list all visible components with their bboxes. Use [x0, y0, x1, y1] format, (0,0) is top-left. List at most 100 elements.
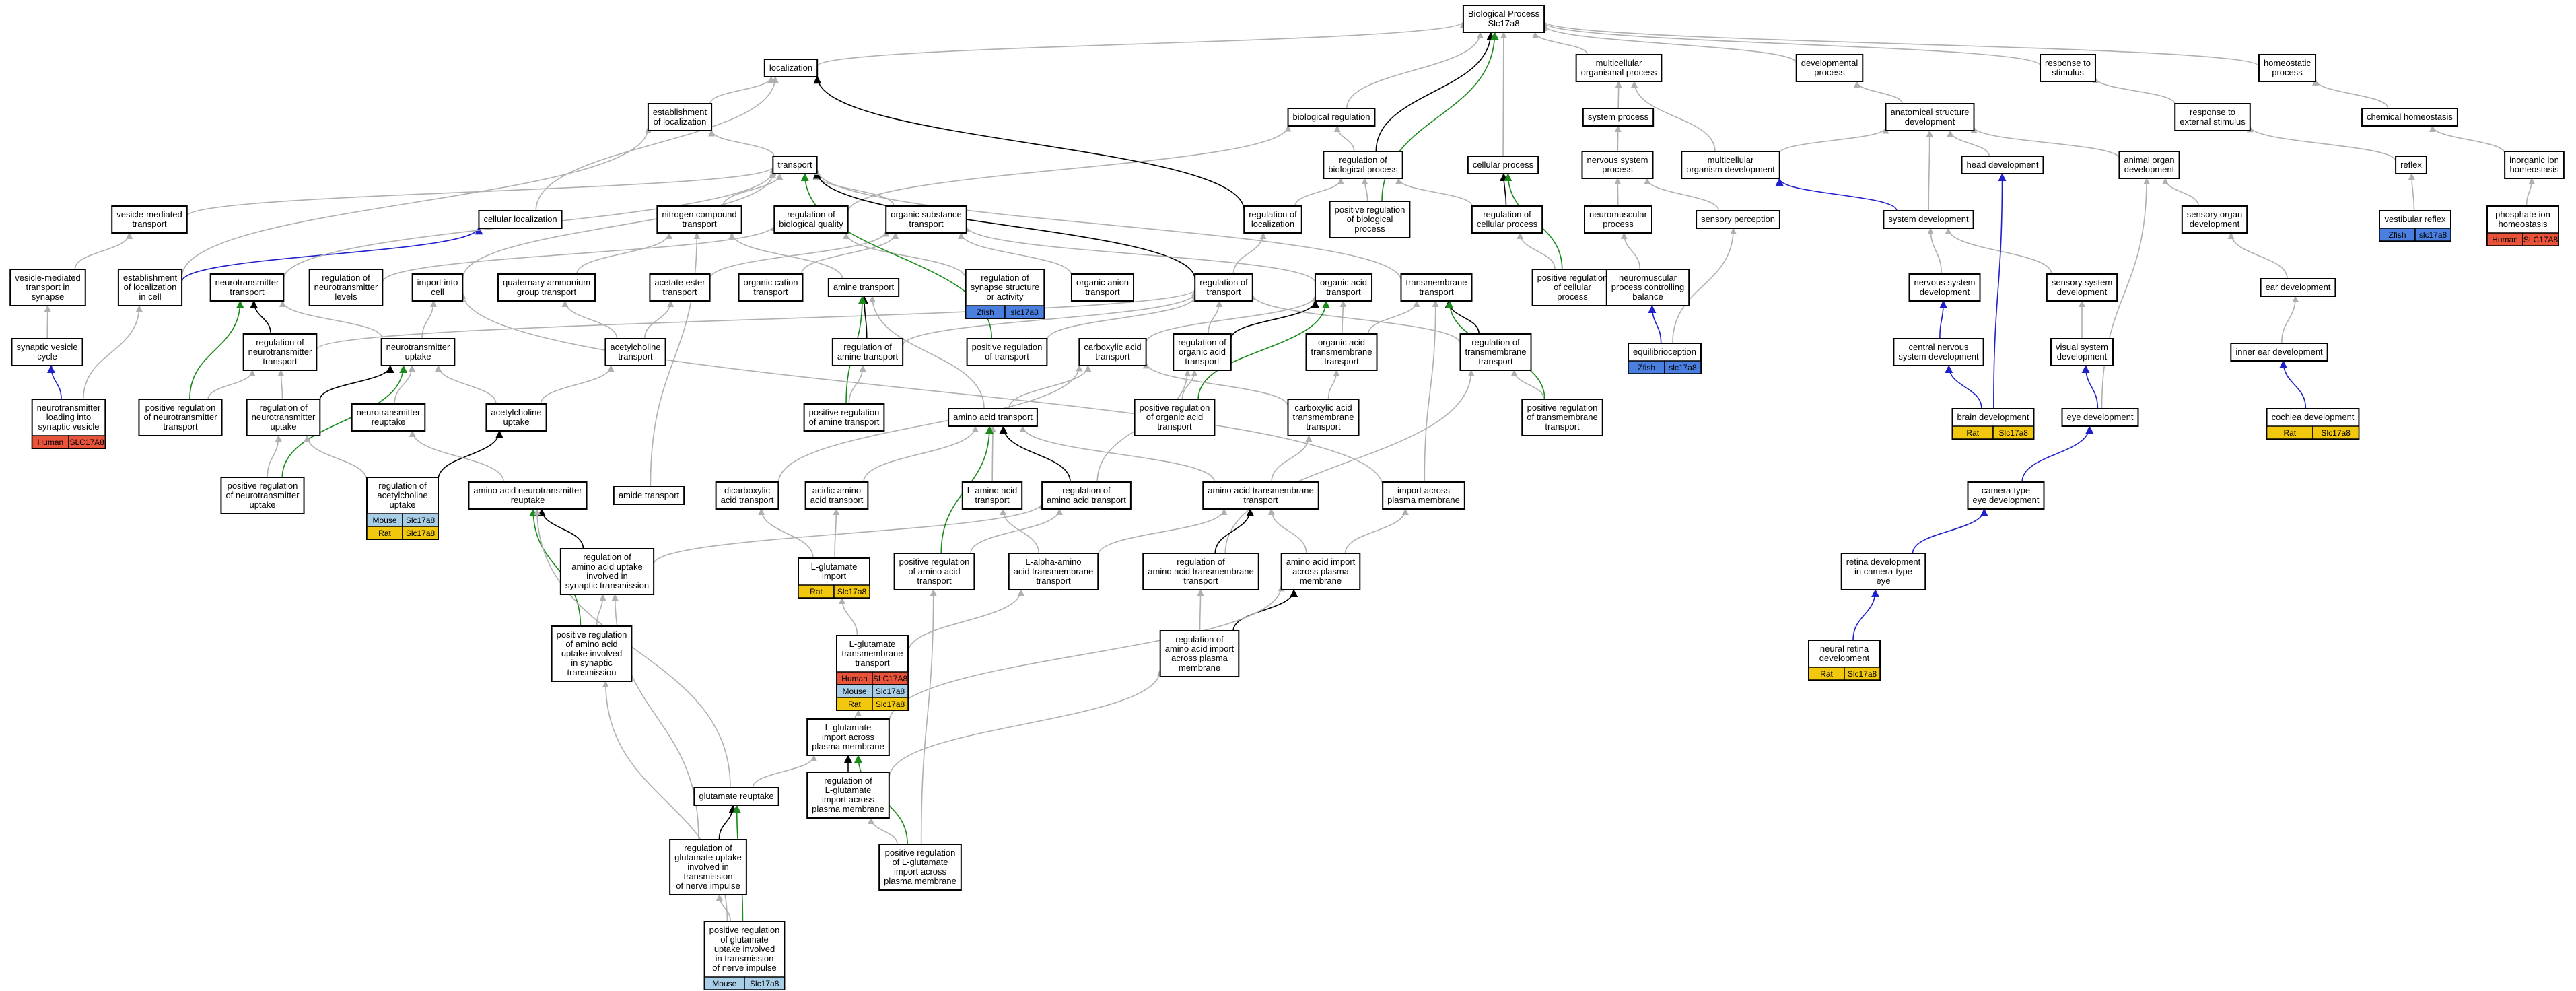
term-node-aa_trans[interactable]: amino acid transport [948, 408, 1038, 427]
term-node-chem_home[interactable]: chemical homeostasis [2361, 108, 2458, 127]
term-node-loc[interactable]: localization [763, 59, 819, 77]
term-node-amide_t[interactable]: amide transport [613, 486, 685, 505]
term-node-glu_reup[interactable]: glutamate reuptake [693, 787, 779, 806]
term-node-reflex[interactable]: reflex [2395, 156, 2427, 174]
term-node-cell_loc[interactable]: cellular localization [478, 210, 563, 229]
term-node-bio_reg[interactable]: biological regulation [1287, 108, 1376, 127]
term-node-sys_dev[interactable]: system development [1883, 210, 1974, 229]
term-node-transport[interactable]: transport [772, 156, 818, 174]
term-node-sens_perc[interactable]: sensory perception [1696, 210, 1780, 229]
term-node-ied[interactable]: inner ear development [2230, 343, 2328, 362]
term-node-eye_dev[interactable]: eye development [2061, 408, 2139, 427]
term-node-sys_proc[interactable]: system process [1582, 108, 1655, 127]
term-node-amine_t[interactable]: amine transport [827, 278, 900, 297]
term-node-ear_dev[interactable]: ear development [2260, 278, 2336, 297]
term-node-cell_proc[interactable]: cellular process [1467, 156, 1539, 174]
